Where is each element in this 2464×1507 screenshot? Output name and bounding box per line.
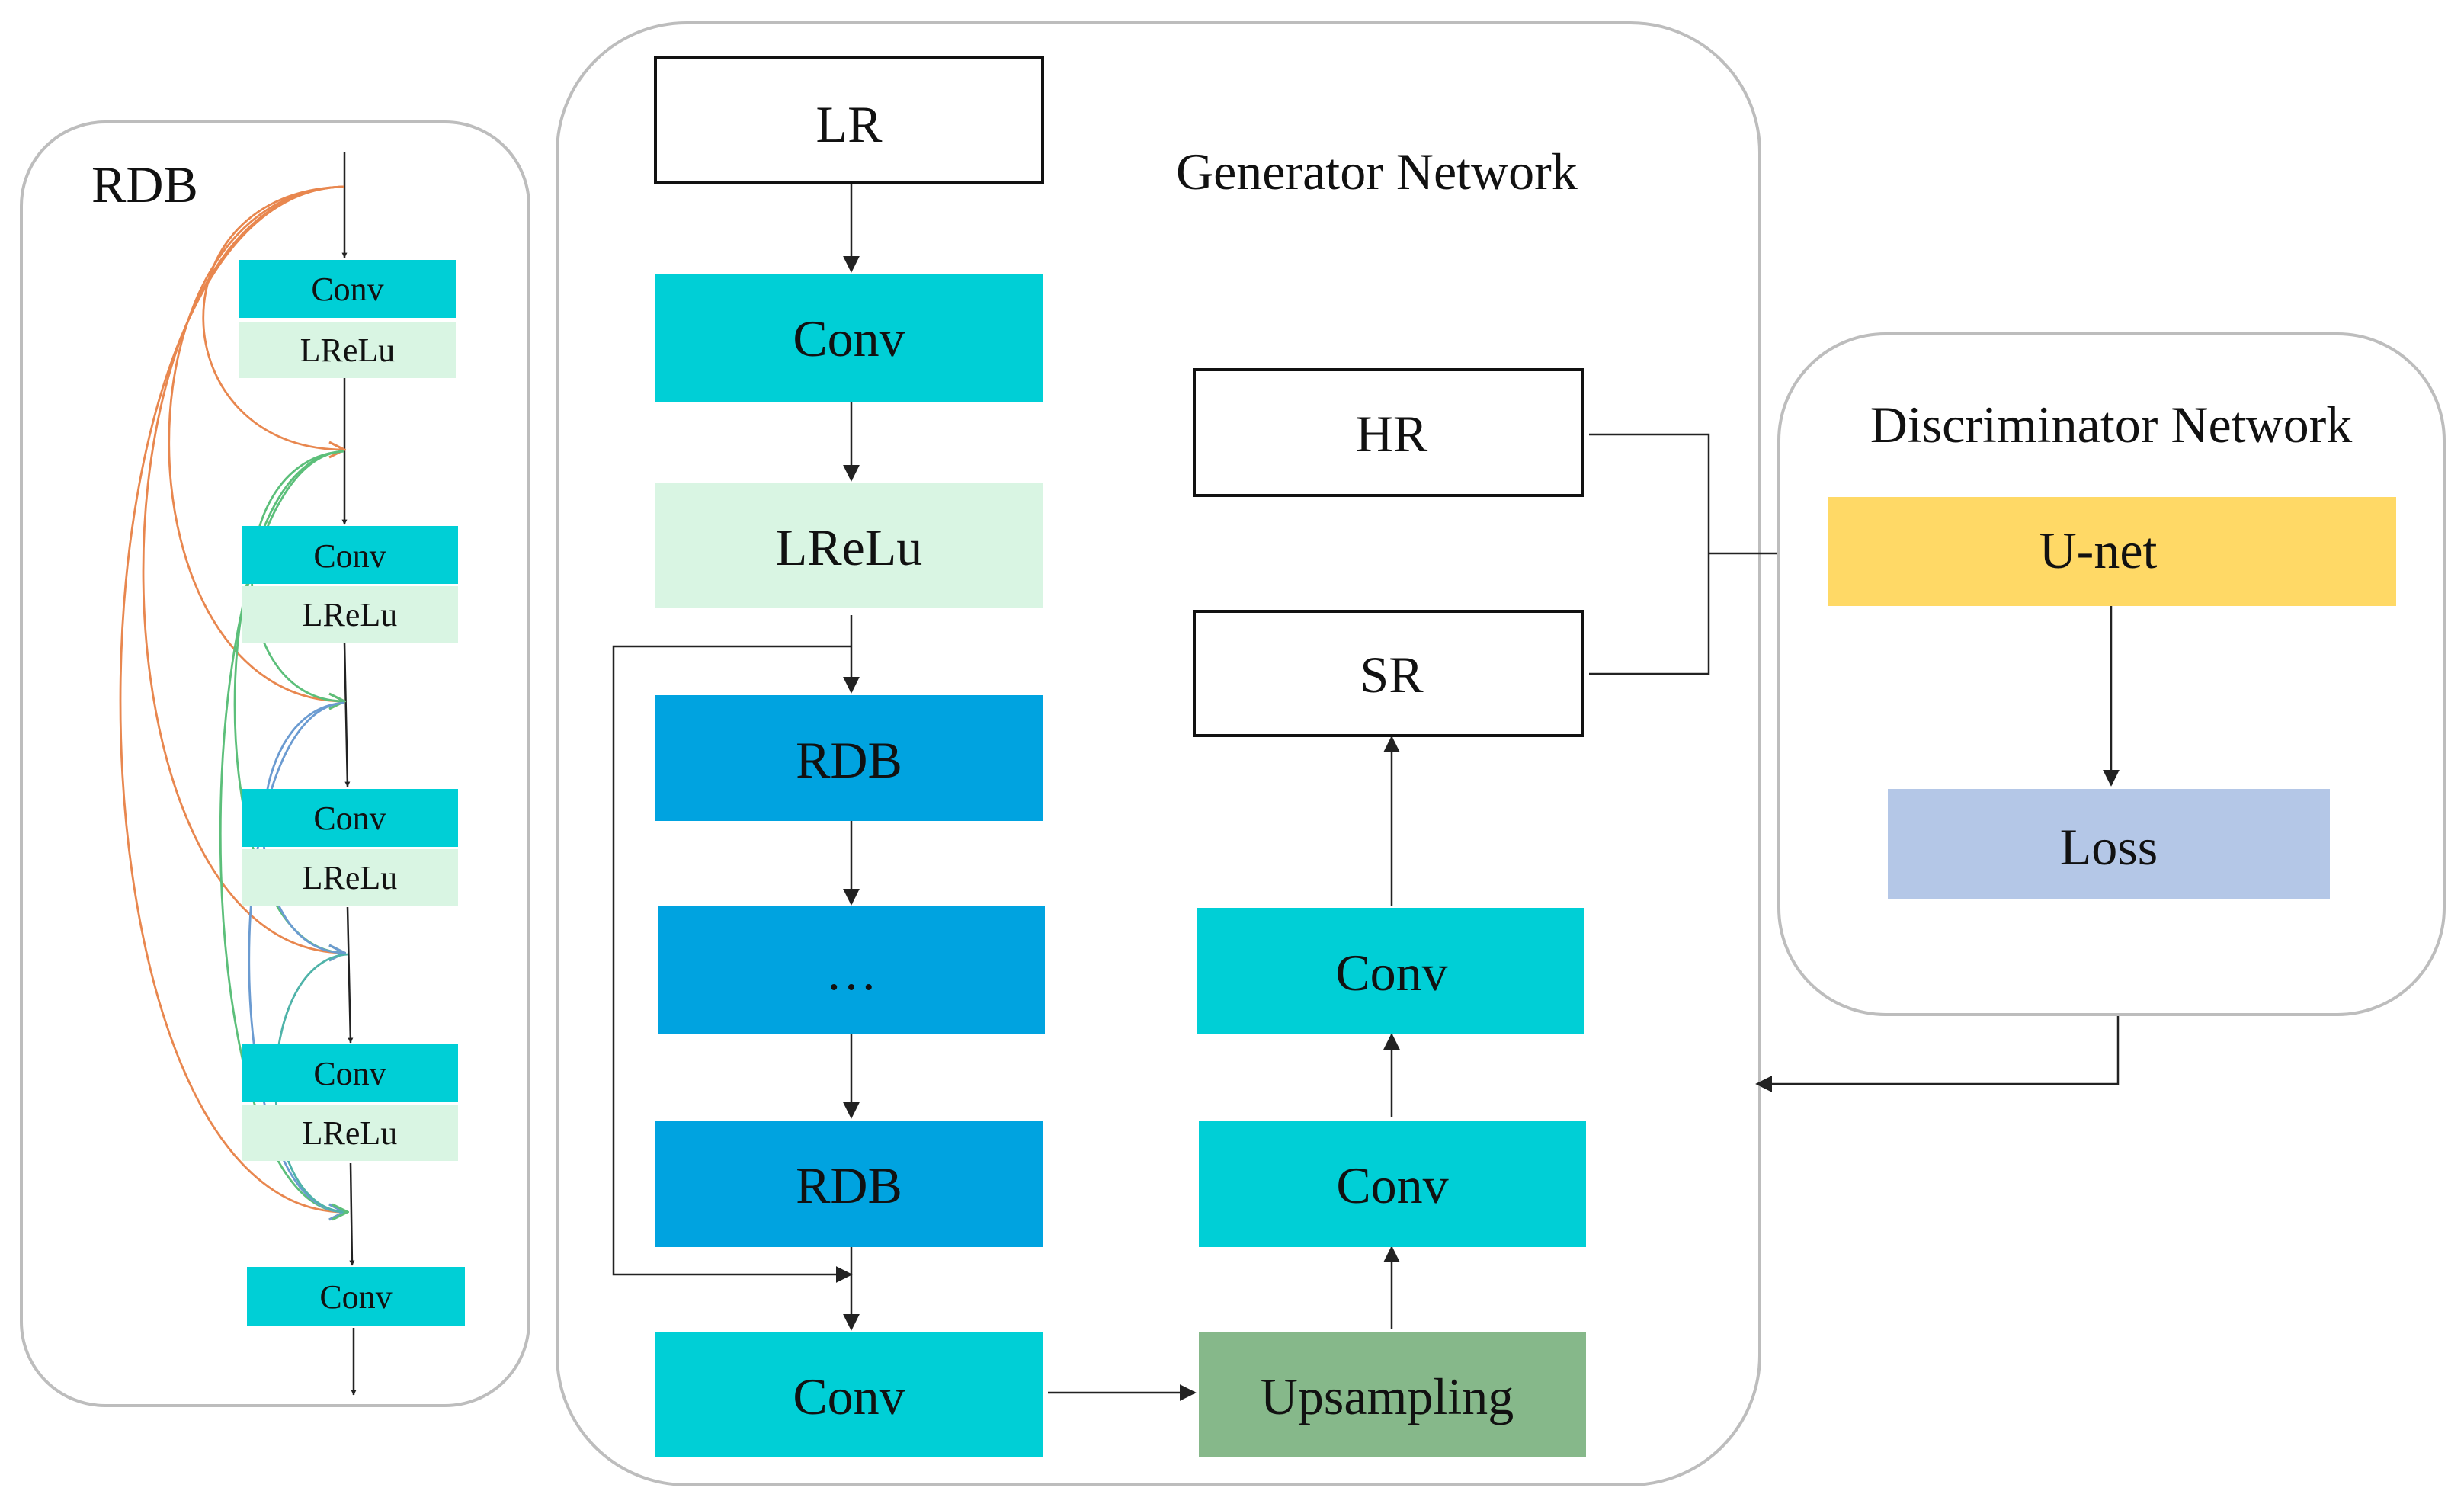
edge-hr-to-merge	[1589, 433, 1710, 553]
rdb-arrow-2-3	[343, 642, 351, 787]
loss-label: Loss	[2060, 818, 2158, 876]
rdb-conv-2	[242, 526, 458, 584]
rdb-panel-title: RDB	[91, 156, 198, 213]
loss-box	[1888, 789, 2330, 899]
unet-label: U-net	[2039, 521, 2158, 579]
rdb-lrelu-2	[242, 586, 458, 643]
sr-label: SR	[1360, 646, 1424, 704]
conv1-box	[655, 274, 1043, 402]
conv3-box	[1199, 1121, 1586, 1247]
rdb1-box	[655, 695, 1043, 821]
discriminator-panel: Discriminator Network U-net Loss	[1777, 332, 2446, 1016]
rdb-lrelu-3	[242, 849, 458, 906]
lr-label: LR	[816, 95, 883, 153]
edge-global-skip	[612, 645, 853, 1283]
conv3-node: Conv	[1199, 1121, 1586, 1247]
ellipsis-box	[658, 906, 1045, 1034]
sr-box	[1193, 610, 1584, 737]
rdb2-box	[655, 1121, 1043, 1247]
discriminator-title: Discriminator Network	[1870, 396, 2353, 454]
rdb2-node: RDB	[655, 1121, 1043, 1247]
rdb-lrelu-4-label: LReLu	[303, 1114, 398, 1152]
rdb-conv-1	[239, 260, 456, 318]
conv4-node: Conv	[1197, 908, 1584, 1034]
loss-node: Loss	[1888, 789, 2330, 899]
lrelu-label: LReLu	[776, 518, 923, 576]
rdb2-label: RDB	[796, 1156, 902, 1214]
skip-green-to-4	[219, 450, 344, 1212]
skip-orange-to-4	[119, 185, 344, 1212]
hr-box	[1193, 368, 1584, 497]
ellipsis-node: …	[658, 906, 1045, 1034]
upsampling-box	[1199, 1332, 1586, 1457]
rdb-conv-4-label: Conv	[313, 1055, 386, 1092]
hr-label: HR	[1356, 405, 1428, 463]
hr-node: HR	[1193, 368, 1584, 497]
unet-box	[1828, 497, 2396, 606]
rdb-block-1: Conv LReLu	[239, 260, 456, 378]
conv2-label: Conv	[793, 1368, 905, 1425]
rdb-conv-1-label: Conv	[311, 271, 383, 308]
skip-blue-to-4	[248, 701, 344, 1212]
rdb-conv-4	[242, 1044, 458, 1102]
rdb-final-conv-label: Conv	[319, 1278, 392, 1316]
lr-node: LR	[654, 56, 1044, 184]
rdb-arrow-4-final	[349, 1162, 355, 1266]
rdb-block-3: Conv LReLu	[242, 789, 458, 906]
rdb-conv-3	[242, 789, 458, 847]
generator-panel: Generator Network LR Conv LReLu	[556, 21, 1761, 1486]
skip-orange-to-2	[168, 185, 344, 701]
edge-sr-to-merge	[1589, 553, 1710, 675]
conv4-label: Conv	[1335, 944, 1447, 1002]
rdb-lrelu-1	[239, 322, 456, 378]
lr-box	[654, 56, 1044, 184]
conv2-node: Conv	[655, 1332, 1043, 1457]
rdb-lrelu-4	[242, 1105, 458, 1161]
rdb1-label: RDB	[796, 731, 902, 789]
conv2-box	[655, 1332, 1043, 1457]
conv4-box	[1197, 908, 1584, 1034]
upsampling-label: Upsampling	[1261, 1368, 1514, 1425]
rdb-final-conv	[247, 1267, 465, 1326]
skip-orange-to-1	[202, 185, 344, 450]
ellipsis-label: …	[825, 943, 877, 1001]
conv3-label: Conv	[1336, 1156, 1448, 1214]
rdb-arrow-3-4	[346, 906, 354, 1044]
sr-node: SR	[1193, 610, 1584, 737]
rdb-conv-3-label: Conv	[313, 800, 386, 837]
conv1-node: Conv	[655, 274, 1043, 402]
rdb-panel: RDB	[20, 120, 530, 1407]
rdb-lrelu-1-label: LReLu	[300, 332, 396, 369]
lrelu-node: LReLu	[655, 483, 1043, 608]
skip-orange-to-3	[142, 185, 344, 953]
rdb-block-2: Conv LReLu	[242, 526, 458, 643]
lrelu-box	[655, 483, 1043, 608]
unet-node: U-net	[1828, 497, 2396, 606]
conv1-label: Conv	[793, 309, 905, 367]
rdb-block-4: Conv LReLu	[242, 1044, 458, 1161]
rdb-lrelu-2-label: LReLu	[303, 596, 398, 633]
upsampling-node: Upsampling	[1199, 1332, 1586, 1457]
rdb-final: Conv	[247, 1267, 465, 1326]
generator-title: Generator Network	[1176, 143, 1578, 200]
generator-edges	[612, 183, 1400, 1401]
rdb-lrelu-3-label: LReLu	[303, 859, 398, 896]
rdb-conv-2-label: Conv	[313, 537, 386, 575]
rdb1-node: RDB	[655, 695, 1043, 821]
